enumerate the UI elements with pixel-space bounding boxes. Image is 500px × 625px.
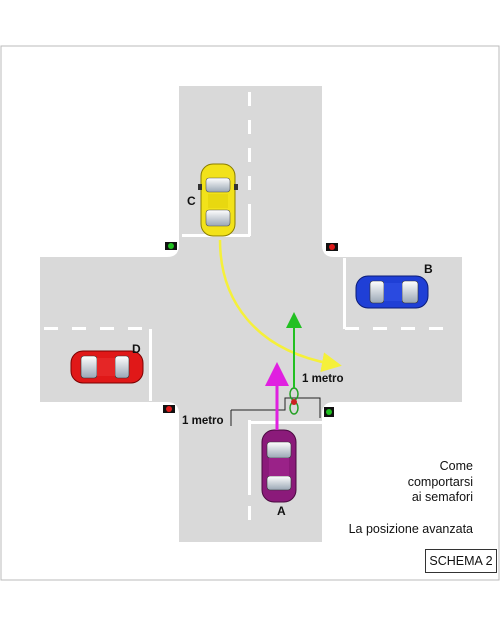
traffic-light-icon: [165, 242, 177, 250]
one-meter-label-right: 1 metro: [302, 373, 344, 385]
schema-label-box: SCHEMA 2: [425, 549, 497, 573]
car-a-label: A: [277, 504, 286, 518]
car-c-label: C: [187, 194, 196, 208]
caption: Come comportarsi ai semafori La posizion…: [349, 459, 473, 537]
car-b-icon: [355, 275, 429, 309]
caption-line-1: Come: [439, 459, 473, 473]
traffic-light-icon: [326, 243, 338, 251]
traffic-light-icon: [163, 405, 175, 413]
car-d-label: D: [132, 342, 141, 356]
car-a-icon: [261, 429, 297, 503]
traffic-light-icon: [324, 407, 334, 417]
caption-line-2: comportarsi: [407, 474, 473, 489]
advanced-stop-box: [230, 397, 321, 426]
car-d-icon: [70, 350, 144, 384]
one-meter-label-left: 1 metro: [182, 415, 224, 427]
car-c-path-arrow: [218, 239, 342, 373]
caption-line-3: ai semafori: [411, 490, 473, 504]
car-b-label: B: [424, 262, 433, 276]
caption-subtitle: La posizione avanzata: [348, 521, 473, 536]
car-c-icon: [198, 163, 238, 237]
